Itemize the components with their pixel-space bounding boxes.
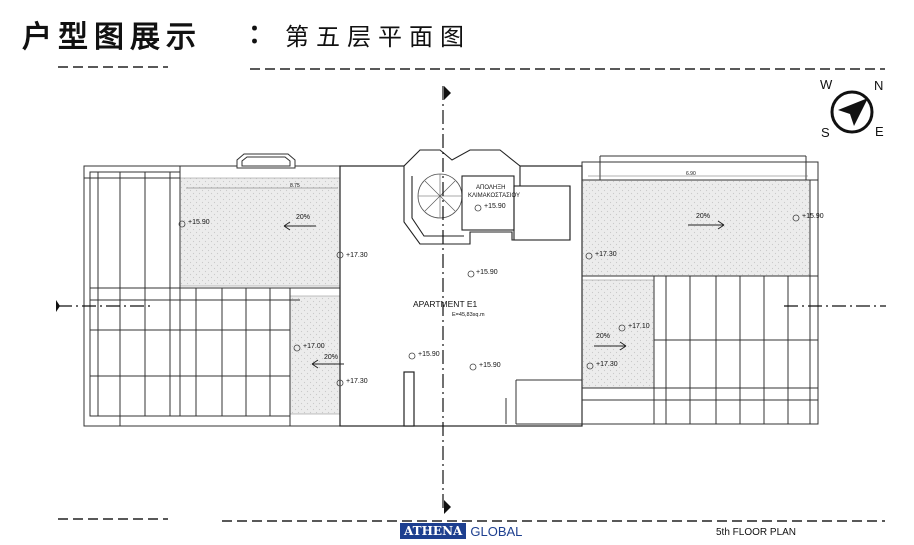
- compass-north: N: [874, 78, 884, 93]
- section-markers: [56, 86, 451, 514]
- level-markers: [178, 204, 800, 387]
- level-label: +15.90: [476, 269, 498, 276]
- level-label: +15.90: [418, 351, 440, 358]
- level-label: +17.30: [346, 252, 368, 259]
- dimension-right: 6.90: [686, 171, 696, 177]
- right-pergola: [505, 155, 819, 425]
- stair-tower: [403, 149, 571, 245]
- left-bay-window: [236, 153, 296, 169]
- stair-roof-label-2: ΚΛΙΜΑΚΟΣΤΑΣΙΟΥ: [468, 193, 520, 199]
- level-label: +17.30: [346, 378, 368, 385]
- slope-label: 20%: [324, 354, 338, 361]
- brand-box: ATHENA: [400, 523, 467, 539]
- level-label: +15.90: [802, 213, 824, 220]
- terrace-areas: [179, 177, 811, 415]
- slope-label: 20%: [596, 333, 610, 340]
- apartment-area: E=45,83sq.m: [452, 312, 485, 318]
- level-label: +17.10: [628, 323, 650, 330]
- title-separator: ：: [248, 20, 275, 50]
- slope-label: 20%: [696, 213, 710, 220]
- page-subtitle: 第五层平面图: [285, 23, 471, 51]
- level-label: +17.30: [595, 251, 617, 258]
- compass-east: E: [875, 124, 884, 139]
- slope-label: 20%: [296, 214, 310, 221]
- dimension-left: 8.75: [290, 183, 300, 189]
- level-label: +15.90: [188, 219, 210, 226]
- level-label: +17.30: [596, 361, 618, 368]
- level-label: +17.00: [303, 343, 325, 350]
- section-lines: [58, 86, 886, 512]
- compass-south: S: [821, 125, 830, 140]
- plan-caption: 5th FLOOR PLAN: [716, 527, 797, 538]
- level-label: +15.90: [479, 362, 501, 369]
- footer-divider: [58, 518, 885, 522]
- apartment-name: APARTMENT E1: [413, 299, 478, 309]
- stair-roof-label: ΑΠΟΛΗΞΗ: [476, 185, 505, 191]
- header-divider: [58, 66, 885, 70]
- dimension-lines: [186, 175, 808, 189]
- slope-arrows: [283, 220, 725, 369]
- brand-logo: ATHENA GLOBAL: [400, 523, 522, 539]
- level-label: +15.90: [484, 203, 506, 210]
- compass-west: W: [820, 77, 833, 92]
- page-title: 户型图展示: [22, 20, 202, 55]
- compass-icon: [830, 90, 874, 134]
- brand-word: GLOBAL: [470, 523, 523, 539]
